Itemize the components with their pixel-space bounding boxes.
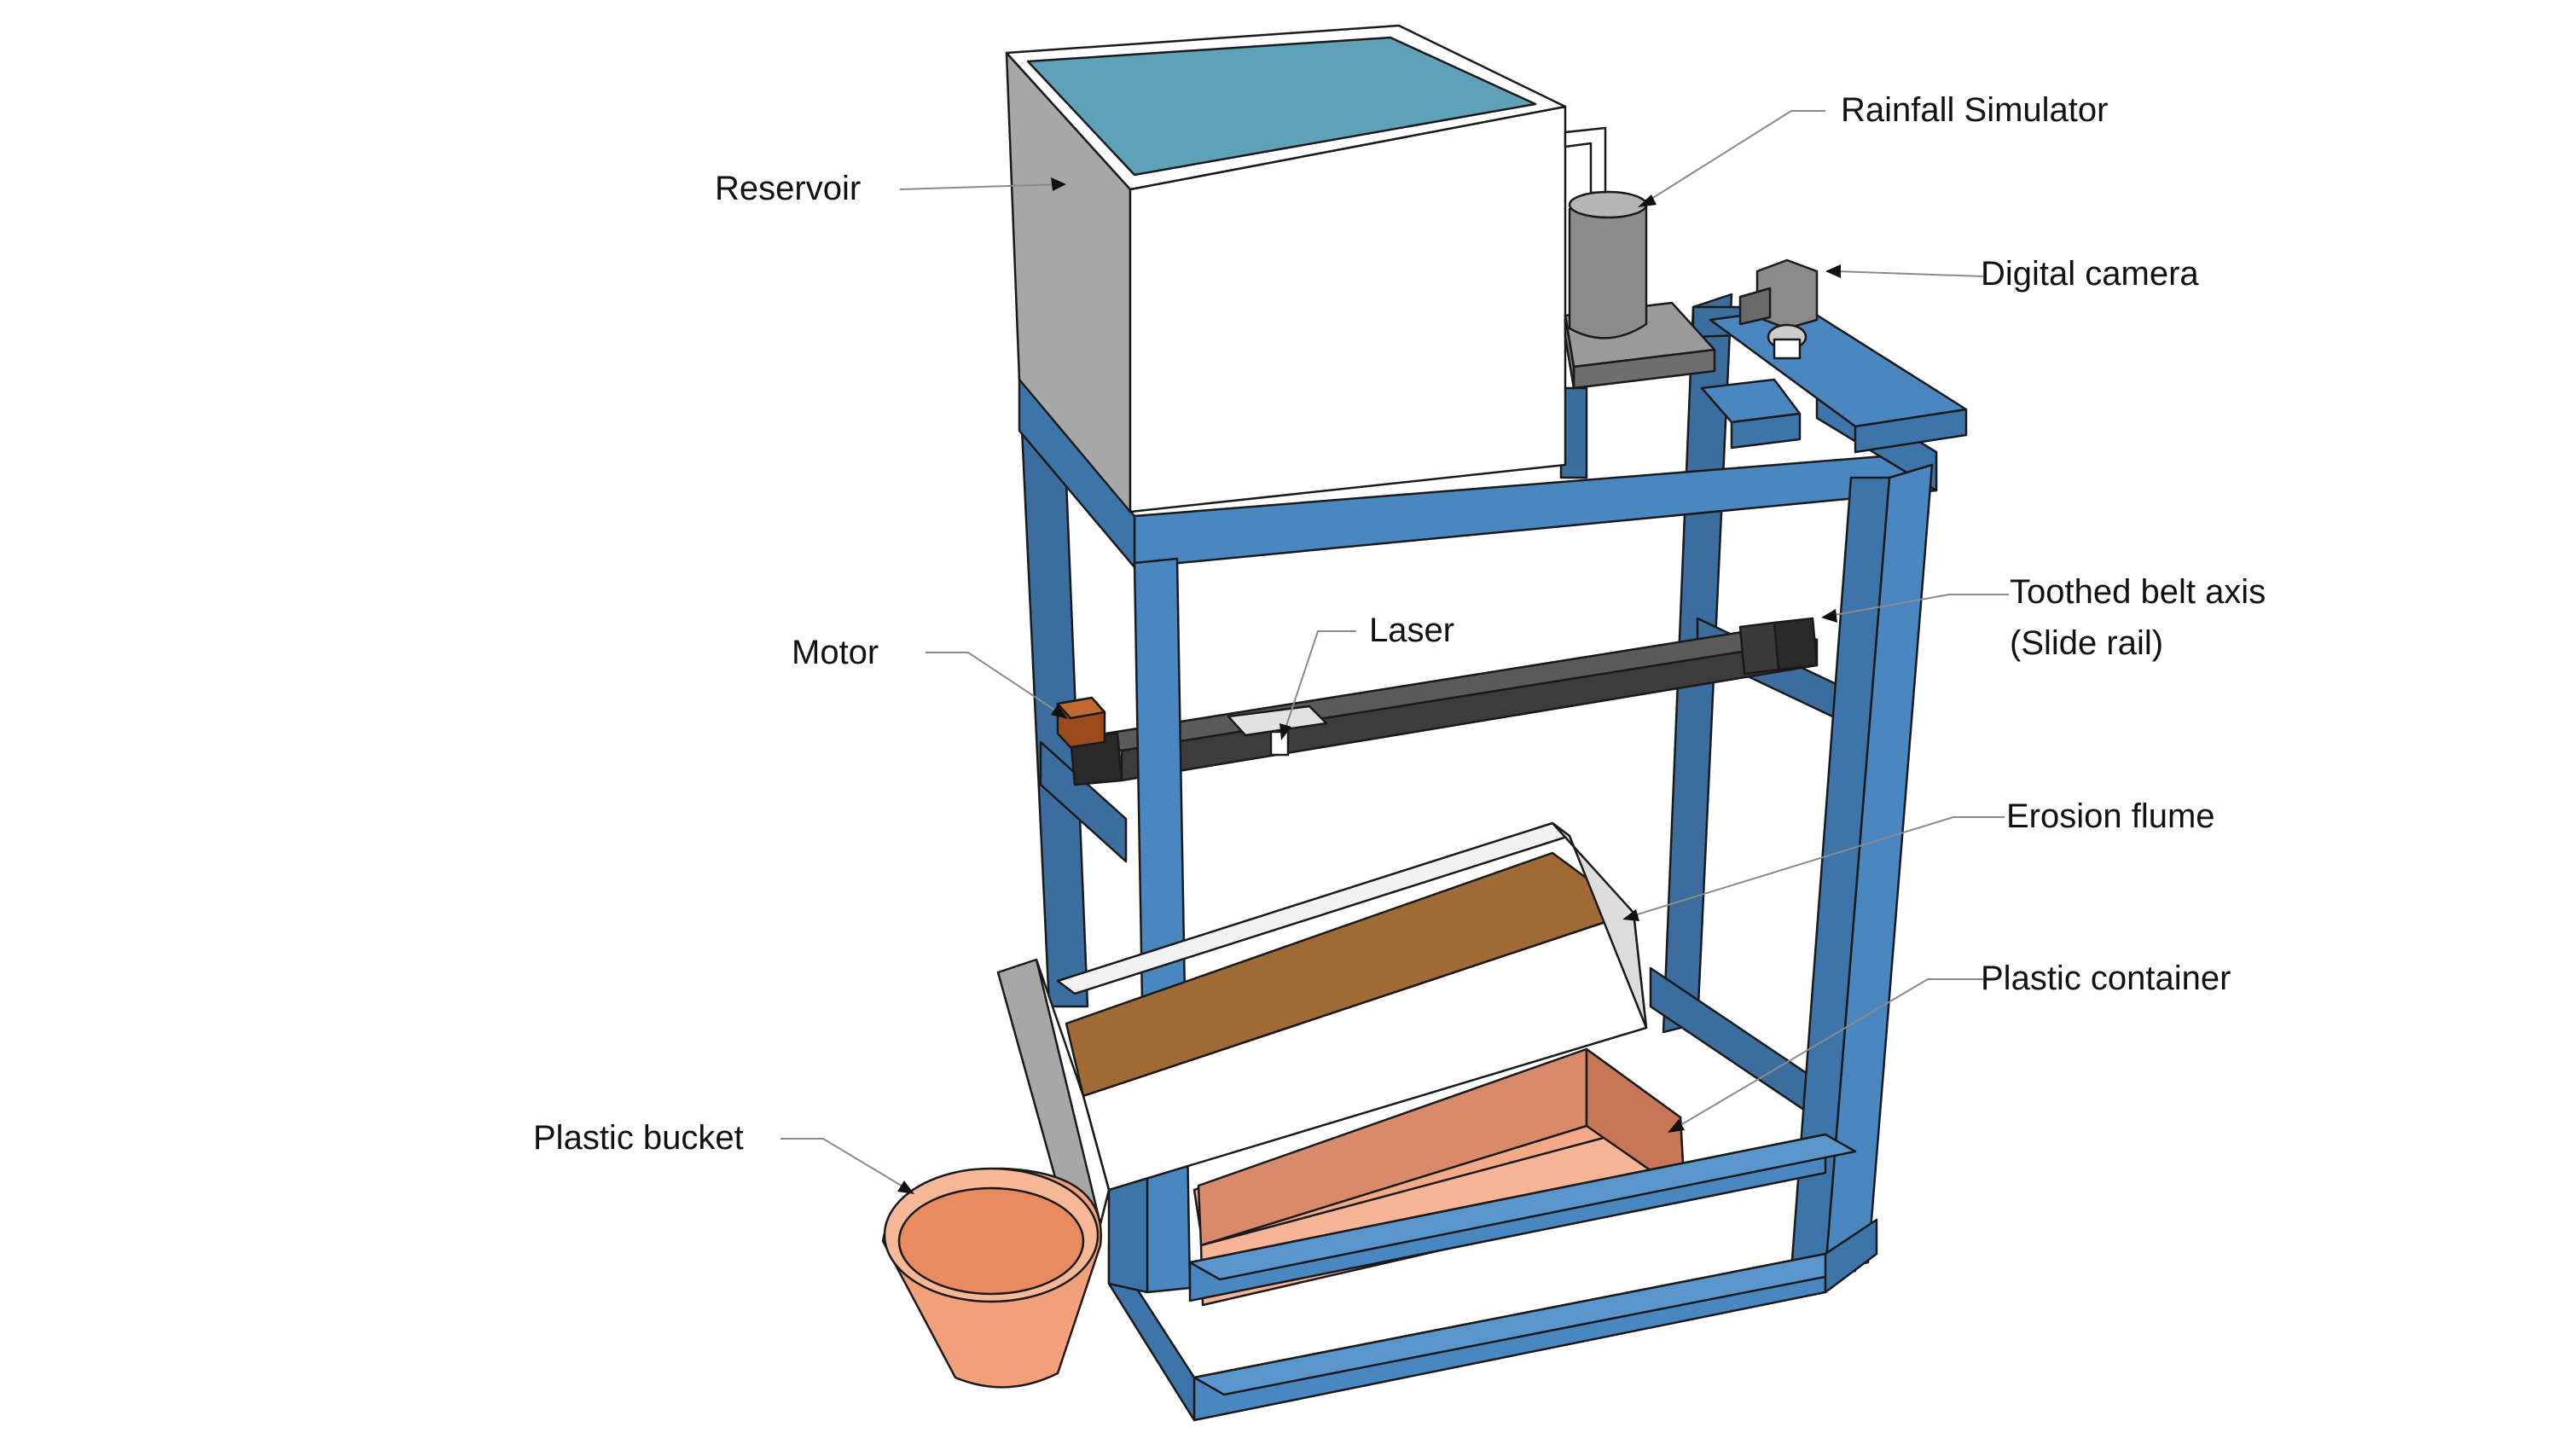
label-erosion-flume: Erosion flume — [2006, 798, 2215, 835]
leader-lines — [780, 110, 2009, 1194]
label-rainfall-simulator: Rainfall Simulator — [1841, 91, 2109, 129]
leader-plastic-bucket — [780, 1138, 909, 1191]
rainfall-simulator — [1564, 126, 1716, 390]
leader-rainfall-simulator — [1641, 110, 1825, 206]
plastic-bucket — [881, 1167, 1102, 1389]
label-toothed-belt-axis-line2: (Slide rail) — [2010, 624, 2164, 662]
leader-motor — [926, 652, 1063, 716]
label-motor: Motor — [792, 634, 879, 671]
leader-laser — [1283, 630, 1356, 734]
label-reservoir: Reservoir — [715, 170, 862, 207]
label-toothed-belt-axis-line1: Toothed belt axis — [2010, 573, 2266, 611]
label-digital-camera: Digital camera — [1981, 255, 2199, 293]
laser — [1227, 705, 1328, 757]
label-laser: Laser — [1369, 612, 1455, 649]
leader-reservoir — [899, 183, 1063, 190]
leader-plastic-container — [1671, 978, 1983, 1131]
reservoir — [1005, 24, 1567, 513]
leader-digital-camera — [1833, 270, 1984, 277]
label-plastic-bucket: Plastic bucket — [533, 1119, 744, 1157]
leader-erosion-flume — [1628, 816, 2005, 918]
motor — [1056, 696, 1106, 749]
erosion-flume — [996, 821, 1648, 1234]
reservoir-water — [1026, 36, 1537, 177]
label-plastic-container: Plastic container — [1981, 960, 2231, 997]
digital-camera — [1738, 258, 1819, 360]
frame-lower — [1107, 1116, 1878, 1422]
leader-toothed-belt-axis — [1829, 594, 2009, 617]
